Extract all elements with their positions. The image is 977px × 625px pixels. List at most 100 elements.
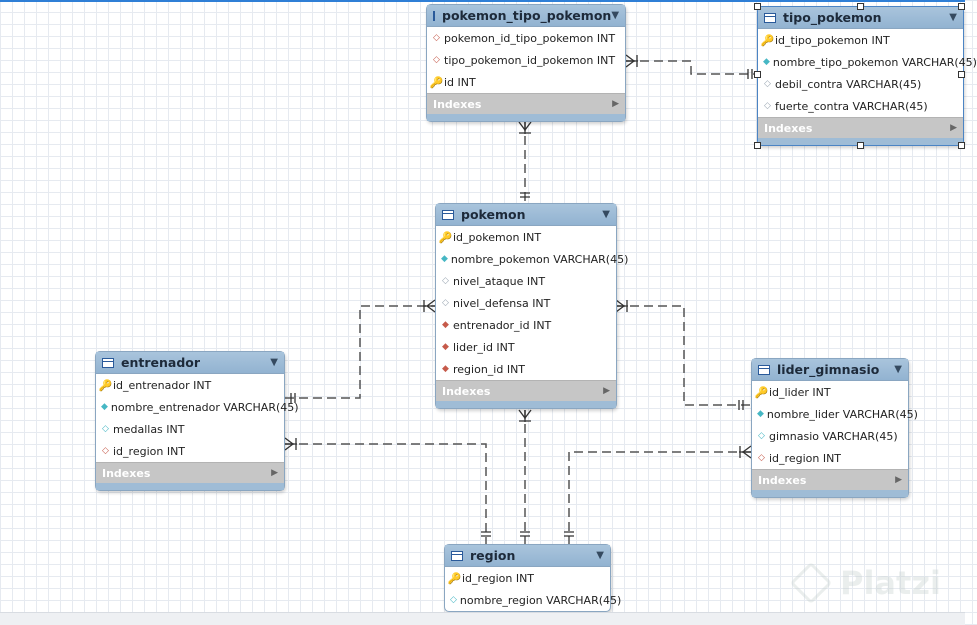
column-row[interactable]: ◇nombre_region VARCHAR(45)	[450, 593, 622, 607]
column-row[interactable]: 🔑id_pokemon INT	[438, 230, 542, 244]
fk-diamond-icon: ◇	[433, 54, 440, 65]
table-region[interactable]: region ▼ 🔑id_region INT ◇nombre_region V…	[444, 544, 622, 612]
resize-handle[interactable]	[754, 3, 761, 10]
resize-handle[interactable]	[754, 142, 761, 149]
table-lider-gimnasio[interactable]: lider_gimnasio ▼ 🔑id_lider INT ◆nombre_l…	[751, 358, 918, 498]
column-row[interactable]: ◇tipo_pokemon_id_pokemon INT	[433, 53, 616, 67]
platzi-logo-icon	[789, 561, 833, 605]
indexes-bar[interactable]: Indexes▶	[436, 380, 616, 401]
diamond-outline-icon: ◇	[764, 78, 771, 89]
rel-lider-region	[568, 451, 751, 544]
triangle-right-icon[interactable]: ▶	[603, 386, 610, 396]
diamond-icon: ◆	[757, 408, 764, 419]
column-row[interactable]: ◆nombre_entrenador VARCHAR(45)	[101, 400, 299, 414]
fk-diamond-icon: ◆	[442, 341, 449, 352]
column-row[interactable]: ◇fuerte_contra VARCHAR(45)	[764, 99, 928, 113]
table-name: pokemon_tipo_pokemon	[442, 8, 612, 23]
diamond-outline-icon: ◇	[442, 297, 449, 308]
column-row[interactable]: ◇debil_contra VARCHAR(45)	[764, 77, 922, 91]
resize-handle[interactable]	[958, 142, 965, 149]
fk-diamond-icon: ◆	[442, 363, 449, 374]
table-footer	[96, 483, 284, 490]
resize-handle[interactable]	[958, 3, 965, 10]
table-name: lider_gimnasio	[777, 362, 880, 377]
horizontal-scrollbar[interactable]	[0, 612, 965, 625]
column-row[interactable]: ◇medallas INT	[102, 422, 185, 436]
table-header[interactable]: pokemon ▼	[436, 204, 616, 226]
table-footer	[427, 114, 625, 121]
key-icon: 🔑	[754, 385, 769, 399]
chevron-down-icon[interactable]: ▼	[270, 357, 278, 368]
column-row[interactable]: ◆lider_id INT	[442, 340, 515, 354]
column-row[interactable]: ◇id_region INT	[102, 444, 186, 458]
column-row[interactable]: ◇id_region INT	[758, 451, 842, 465]
column-row[interactable]: ◇gimnasio VARCHAR(45)	[758, 429, 898, 443]
resize-handle[interactable]	[958, 71, 965, 78]
table-icon	[442, 209, 454, 220]
indexes-bar[interactable]: Indexes▶	[427, 93, 625, 114]
table-name: pokemon	[461, 207, 526, 222]
top-border	[0, 0, 965, 2]
column-row[interactable]: ◆region_id INT	[442, 362, 526, 376]
chevron-down-icon[interactable]: ▼	[894, 364, 902, 375]
column-row[interactable]: 🔑id_entrenador INT	[98, 378, 212, 392]
table-header[interactable]: tipo_pokemon ▼	[758, 7, 963, 29]
chevron-down-icon[interactable]: ▼	[949, 12, 957, 23]
fk-diamond-icon: ◇	[433, 32, 440, 43]
chevron-down-icon[interactable]: ▼	[596, 550, 604, 561]
table-entrenador[interactable]: entrenador ▼ 🔑id_entrenador INT ◆nombre_…	[95, 351, 299, 491]
key-icon: 🔑	[760, 33, 775, 47]
column-row[interactable]: ◆nombre_pokemon VARCHAR(45)	[441, 252, 629, 266]
column-row[interactable]: 🔑id_tipo_pokemon INT	[760, 33, 890, 47]
column-row[interactable]: 🔑id_lider INT	[754, 385, 831, 399]
table-icon	[102, 357, 114, 368]
table-footer	[436, 401, 616, 408]
table-tipo-pokemon[interactable]: tipo_pokemon ▼ 🔑id_tipo_pokemon INT ◆nom…	[757, 6, 977, 146]
indexes-bar[interactable]: Indexes▶	[96, 462, 284, 483]
resize-handle[interactable]	[754, 71, 761, 78]
key-icon: 🔑	[98, 378, 113, 392]
table-pokemon[interactable]: pokemon ▼ 🔑id_pokemon INT ◆nombre_pokemo…	[435, 203, 629, 409]
triangle-right-icon[interactable]: ▶	[950, 123, 957, 133]
table-icon	[758, 364, 770, 375]
table-header[interactable]: lider_gimnasio ▼	[752, 359, 908, 381]
table-icon	[764, 12, 776, 23]
table-pokemon-tipo-pokemon[interactable]: pokemon_tipo_pokemon ▼ ◇pokemon_id_tipo_…	[426, 4, 626, 122]
table-footer	[752, 490, 908, 497]
fk-diamond-icon: ◆	[442, 319, 449, 330]
table-icon	[433, 10, 435, 21]
column-row[interactable]: ◆nombre_lider VARCHAR(45)	[757, 407, 918, 421]
rel-pokemon-lider	[616, 305, 751, 406]
rel-entrenador-region	[285, 443, 487, 544]
column-row[interactable]: ◇pokemon_id_tipo_pokemon INT	[433, 31, 616, 45]
table-header[interactable]: entrenador ▼	[96, 352, 284, 374]
indexes-bar[interactable]: Indexes▶	[758, 117, 963, 138]
table-footer	[758, 138, 963, 145]
column-row[interactable]: 🔑id_region INT	[447, 571, 535, 585]
table-header[interactable]: region ▼	[445, 545, 610, 567]
key-icon: 🔑	[447, 571, 462, 585]
diamond-icon: ◇	[102, 423, 109, 434]
column-row[interactable]: ◆entrenador_id INT	[442, 318, 552, 332]
fk-diamond-icon: ◇	[758, 452, 765, 463]
chevron-down-icon[interactable]: ▼	[611, 10, 620, 21]
chevron-down-icon[interactable]: ▼	[602, 209, 610, 220]
diamond-icon: ◆	[763, 56, 770, 67]
resize-handle[interactable]	[857, 3, 864, 10]
table-header[interactable]: pokemon_tipo_pokemon ▼	[427, 5, 625, 27]
column-row[interactable]: 🔑id INT	[429, 75, 476, 89]
diamond-outline-icon: ◇	[764, 100, 771, 111]
triangle-right-icon[interactable]: ▶	[612, 99, 619, 109]
triangle-right-icon[interactable]: ▶	[271, 468, 278, 478]
table-name: tipo_pokemon	[783, 10, 882, 25]
resize-handle[interactable]	[857, 142, 864, 149]
column-row[interactable]: ◆nombre_tipo_pokemon VARCHAR(45)	[763, 55, 977, 69]
column-row[interactable]: ◇nivel_ataque INT	[442, 274, 546, 288]
key-icon: 🔑	[429, 75, 444, 89]
table-name: region	[470, 548, 516, 563]
indexes-bar[interactable]: Indexes▶	[752, 469, 908, 490]
key-icon: 🔑	[438, 230, 453, 244]
column-row[interactable]: ◇nivel_defensa INT	[442, 296, 551, 310]
triangle-right-icon[interactable]: ▶	[895, 475, 902, 485]
